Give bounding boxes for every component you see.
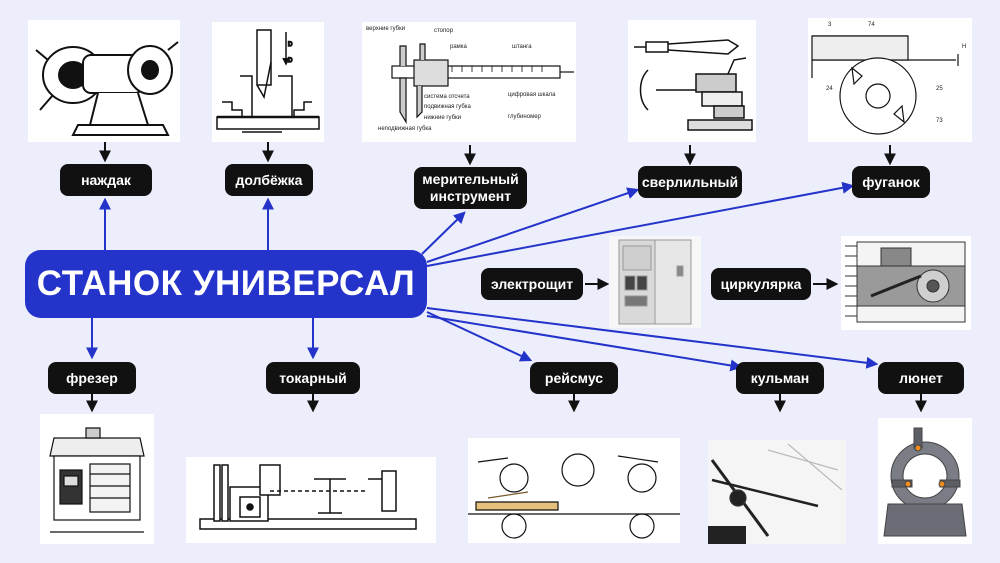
jointer-label-24: 24	[826, 86, 833, 92]
main-node: СТАНОК УНИВЕРСАЛ	[25, 250, 427, 318]
node-fuganok: фуганок	[852, 166, 930, 198]
caliper-label-rod: штанга	[512, 44, 532, 50]
bench-grinder-image	[28, 20, 180, 142]
node-tokarny: токарный	[266, 362, 360, 394]
node-frezer: фрезер	[48, 362, 136, 394]
jointer-image: 3 74 24 25 73 H	[808, 18, 972, 142]
node-reismus: рейсмус	[530, 362, 618, 394]
connector-kulman	[426, 315, 743, 372]
connector-meritelny	[421, 211, 466, 255]
milling-machine-image	[40, 414, 154, 544]
caliper-label-fixed-jaw: неподвижная губка	[378, 126, 432, 132]
svg-text:D: D	[288, 58, 293, 64]
node-nazhdak: наждак	[60, 164, 152, 196]
drafting-board-image	[708, 440, 846, 544]
lathe-image	[186, 457, 436, 543]
mortiser-image: D D	[212, 22, 324, 142]
jointer-label-25: 25	[936, 86, 943, 92]
node-elektroshchit: электрощит	[481, 268, 583, 300]
svg-text:D: D	[288, 42, 293, 48]
node-dolbezhka: долбёжка	[225, 164, 313, 196]
caliper-label-lower-jaws: нижние губки	[424, 115, 461, 121]
caliper-image: верхние губки стопор рамка штанга систем…	[362, 22, 576, 142]
circular-saw-image	[841, 236, 971, 330]
node-meritelny: мерительный инструмент	[414, 167, 527, 209]
steady-rest-image	[878, 418, 972, 544]
jointer-label-73: 73	[936, 118, 943, 124]
jointer-label-3: 3	[828, 22, 832, 28]
caliper-label-movable-jaw: подвижная губка	[424, 104, 472, 110]
caliper-label-depth-gauge: глубиномер	[508, 114, 542, 120]
node-lyunet: люнет	[878, 362, 964, 394]
jointer-label-74: 74	[868, 22, 875, 28]
caliper-label-upper-jaws: верхние губки	[366, 26, 405, 32]
connector-lyunet	[426, 307, 879, 369]
node-sverlilny: сверлильный	[638, 166, 742, 198]
caliper-label-reading-system: система отсчета	[424, 94, 470, 100]
drill-image	[628, 20, 756, 142]
caliper-label-digital-scale: цифровая шкала	[508, 92, 556, 98]
thicknesser-image	[468, 438, 680, 543]
node-tsirkulyarka: циркулярка	[711, 268, 811, 300]
jointer-label-h: H	[962, 44, 966, 50]
node-kulman: кульман	[736, 362, 824, 394]
electrical-panel-image	[609, 236, 701, 328]
caliper-label-frame: рамка	[450, 44, 468, 50]
connector-fuganok	[426, 181, 855, 267]
connector-sverlilny	[426, 187, 640, 263]
connector-reismus	[426, 311, 533, 362]
caliper-label-stopper: стопор	[434, 28, 454, 34]
